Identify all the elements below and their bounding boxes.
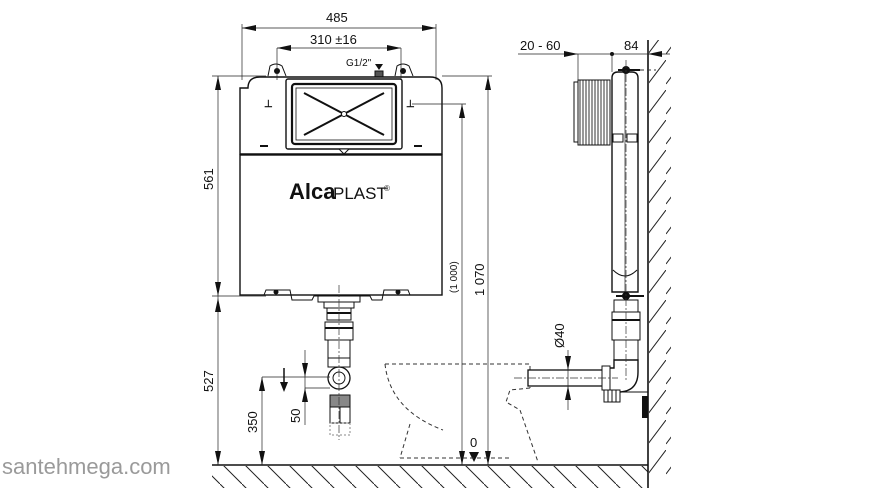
dim-height-ref: (1 000) <box>449 261 460 293</box>
dim-fixing-spacing: 310 ±16 <box>310 32 357 47</box>
brand-logo-regular: PLAST <box>333 184 387 203</box>
dim-floor-level: 0 <box>470 435 477 450</box>
dimension-lines <box>212 24 670 465</box>
dim-depth: 84 <box>624 38 638 53</box>
brand-mark: ® <box>384 184 390 193</box>
wall <box>647 40 671 488</box>
cistern-front-view: ⊥ ⊥ Alca PLAST ® <box>239 63 443 301</box>
svg-text:⊥: ⊥ <box>264 99 273 110</box>
outlet-assembly-front <box>317 285 361 440</box>
watermark: santehmega.com <box>2 454 171 479</box>
toilet-outline <box>384 363 539 463</box>
brand-logo-bold: Alca <box>289 179 336 204</box>
dim-total-width: 485 <box>326 10 348 25</box>
dim-water-inlet: G1/2" <box>346 58 372 69</box>
dim-total-height: 1 070 <box>472 263 487 296</box>
floor <box>212 464 648 488</box>
dim-bottom-to-floor: 527 <box>201 370 216 392</box>
dim-outlet-height: 350 <box>245 411 260 433</box>
dim-wall-distance: 20 - 60 <box>520 38 560 53</box>
svg-text:⊥: ⊥ <box>406 99 415 110</box>
cistern-side-view <box>514 60 656 418</box>
dim-outlet-offset: 50 <box>288 409 303 423</box>
dim-pipe-diameter: Ø40 <box>552 323 567 348</box>
dim-cistern-height: 561 <box>201 168 216 190</box>
